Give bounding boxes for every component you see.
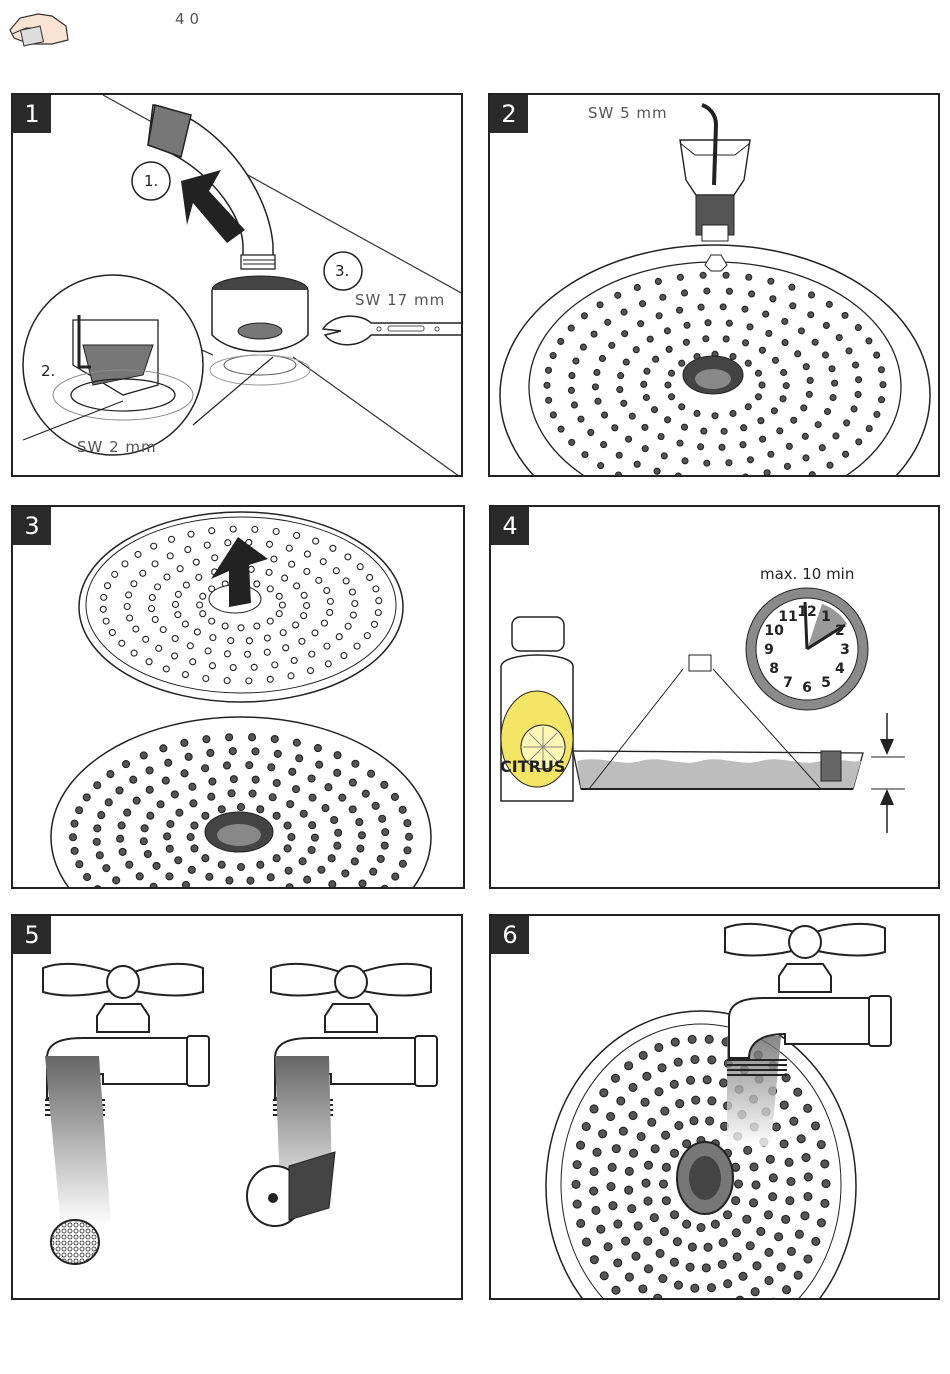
clock-number: 5 (821, 675, 831, 691)
hand-icon (8, 4, 70, 48)
clock-number: 6 (802, 680, 812, 696)
step-panel-2: 2 SW 5 mm (488, 93, 940, 477)
rinse-parts-illustration (13, 916, 463, 1300)
clock-number: 10 (764, 623, 784, 639)
step-number: 6 (491, 916, 529, 954)
callout-1: 1. (144, 172, 158, 190)
step-number: 4 (491, 507, 529, 545)
clock-number: 12 (797, 604, 816, 620)
page-number: 40 (175, 10, 204, 28)
clock-number: 2 (835, 623, 845, 639)
step-number: 3 (13, 507, 51, 545)
step-panel-1: 1 1. 3. 2. SW 17 mm (11, 93, 463, 477)
bottle-label: CITRUS (500, 757, 565, 776)
clock-number: 4 (835, 661, 845, 677)
rinse-showerhead-illustration (491, 916, 940, 1300)
clock-number: 8 (769, 661, 779, 677)
step-number: 1 (13, 95, 51, 133)
wrench-size: SW 5 mm (588, 104, 668, 122)
remove-showerhead-illustration (13, 95, 463, 477)
wrench-size-small: SW 2 mm (77, 438, 157, 456)
soak-time-label: max. 10 min (760, 565, 854, 583)
remove-cartridge-illustration (490, 95, 940, 477)
step-panel-3: 3 (11, 505, 465, 889)
clock-number: 11 (778, 609, 797, 625)
clock-number: 9 (764, 642, 774, 658)
lift-spray-disc-illustration (13, 507, 465, 889)
step-panel-5: 5 (11, 914, 463, 1300)
clock-number: 3 (840, 642, 850, 658)
callout-3: 3. (335, 262, 349, 280)
step-number: 5 (13, 916, 51, 954)
step-number: 2 (490, 95, 528, 133)
clock-number: 7 (783, 675, 793, 691)
clock-number: 1 (821, 609, 831, 625)
callout-2: 2. (41, 362, 55, 380)
wrench-size-large: SW 17 mm (355, 291, 445, 309)
step-panel-6: 6 (489, 914, 940, 1300)
